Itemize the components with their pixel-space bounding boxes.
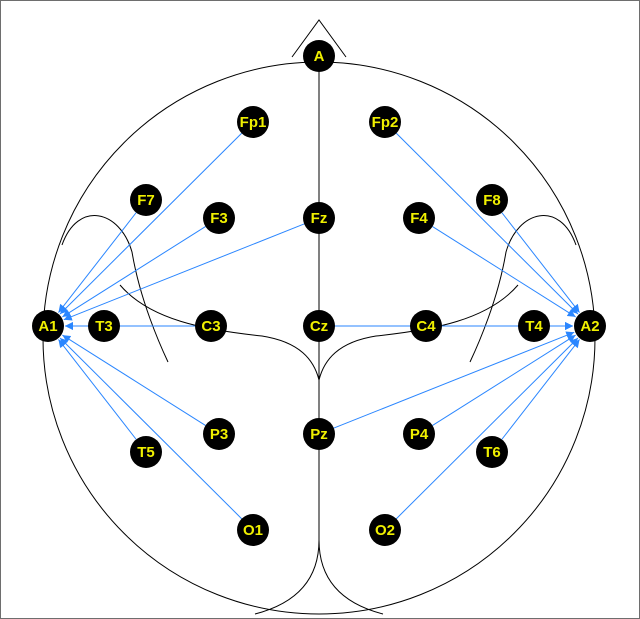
- arrow-f7-to-a1: [58, 212, 137, 313]
- electrode-dot: [303, 202, 335, 234]
- electrode-fp2: Fp2: [369, 106, 401, 138]
- electrode-label: F3: [210, 210, 228, 227]
- arrow-p4-to-a2: [432, 334, 576, 426]
- electrode-dot: [303, 310, 335, 342]
- electrode-p4: P4: [403, 418, 435, 450]
- arrow-t6-to-a2: [501, 339, 580, 440]
- arrow-f8-to-a2: [501, 212, 580, 313]
- electrode-o1: O1: [237, 514, 269, 546]
- electrode-t4: T4: [518, 310, 550, 342]
- electrode-label: T3: [95, 318, 113, 335]
- electrode-label: Fp1: [240, 114, 267, 131]
- electrode-dot: [518, 310, 550, 342]
- electrode-label: T6: [483, 444, 501, 461]
- electrode-dot: [203, 202, 235, 234]
- electrode-dot: [369, 106, 401, 138]
- electrode-dot: [203, 418, 235, 450]
- electrode-dot: [303, 40, 335, 72]
- arrow-o1-to-a1: [59, 337, 243, 520]
- electrode-label: F7: [137, 192, 155, 209]
- electrode-o2: O2: [369, 514, 401, 546]
- arrow-f4-to-a2: [432, 226, 576, 318]
- electrode-fp1: Fp1: [237, 106, 269, 138]
- electrode-dot: [403, 202, 435, 234]
- electrode-f4: F4: [403, 202, 435, 234]
- electrode-label: P4: [410, 426, 429, 443]
- arrow-fz-to-a1: [63, 223, 305, 321]
- electrode-label: A2: [580, 318, 599, 335]
- electrode-label: T4: [525, 318, 543, 335]
- electrode-dot: [130, 436, 162, 468]
- nose: [291, 19, 347, 58]
- electrode-f3: F3: [203, 202, 235, 234]
- electrode-c4: C4: [410, 310, 442, 342]
- electrode-t5: T5: [130, 436, 162, 468]
- electrode-dot: [237, 514, 269, 546]
- electrode-label: Fp2: [372, 114, 399, 131]
- electrode-dot: [237, 106, 269, 138]
- arrow-f3-to-a1: [62, 226, 206, 318]
- electrode-label: O2: [375, 522, 395, 539]
- electrode-dot: [410, 310, 442, 342]
- arrow-fp2-to-a2: [395, 132, 579, 315]
- arrow-t5-to-a1: [58, 339, 137, 440]
- electrode-dot: [574, 310, 606, 342]
- electrode-dot: [195, 310, 227, 342]
- left-temporal-curve: [119, 284, 320, 381]
- electrode-dot: [476, 436, 508, 468]
- electrode-f8: F8: [476, 184, 508, 216]
- electrode-label: P3: [210, 426, 228, 443]
- electrode-label: Pz: [310, 426, 328, 443]
- electrode-label: Cz: [310, 318, 328, 335]
- electrode-label: F4: [410, 210, 428, 227]
- electrode-dot: [32, 310, 64, 342]
- electrode-label: Fz: [311, 210, 328, 227]
- electrode-a1: A1: [32, 310, 64, 342]
- electrode-cz: Cz: [303, 310, 335, 342]
- electrode-a: A: [303, 40, 335, 72]
- right-temporal-curve: [318, 284, 519, 381]
- left-ear-outline: [61, 215, 169, 363]
- electrode-a2: A2: [574, 310, 606, 342]
- electrode-dot: [130, 184, 162, 216]
- electrode-dot: [369, 514, 401, 546]
- arrow-o2-to-a2: [395, 337, 579, 520]
- electrode-label: C3: [201, 318, 220, 335]
- connections-layer: [58, 132, 580, 520]
- electrode-dot: [476, 184, 508, 216]
- electrode-t3: T3: [88, 310, 120, 342]
- arrow-pz-to-a2: [333, 331, 575, 429]
- electrode-label: F8: [483, 192, 501, 209]
- electrode-dot: [303, 418, 335, 450]
- occipital-split: [254, 380, 384, 615]
- right-ear-outline: [469, 215, 577, 363]
- electrode-p3: P3: [203, 418, 235, 450]
- electrode-label: A1: [38, 318, 57, 335]
- electrode-label: T5: [137, 444, 155, 461]
- electrode-c3: C3: [195, 310, 227, 342]
- electrode-pz: Pz: [303, 418, 335, 450]
- electrode-f7: F7: [130, 184, 162, 216]
- arrow-fp1-to-a1: [59, 132, 243, 315]
- electrode-dot: [403, 418, 435, 450]
- electrode-label: A: [314, 48, 325, 65]
- electrode-t6: T6: [476, 436, 508, 468]
- electrode-fz: Fz: [303, 202, 335, 234]
- electrode-label: C4: [416, 318, 436, 335]
- electrode-label: O1: [243, 522, 263, 539]
- electrode-dot: [88, 310, 120, 342]
- arrow-p3-to-a1: [62, 334, 206, 426]
